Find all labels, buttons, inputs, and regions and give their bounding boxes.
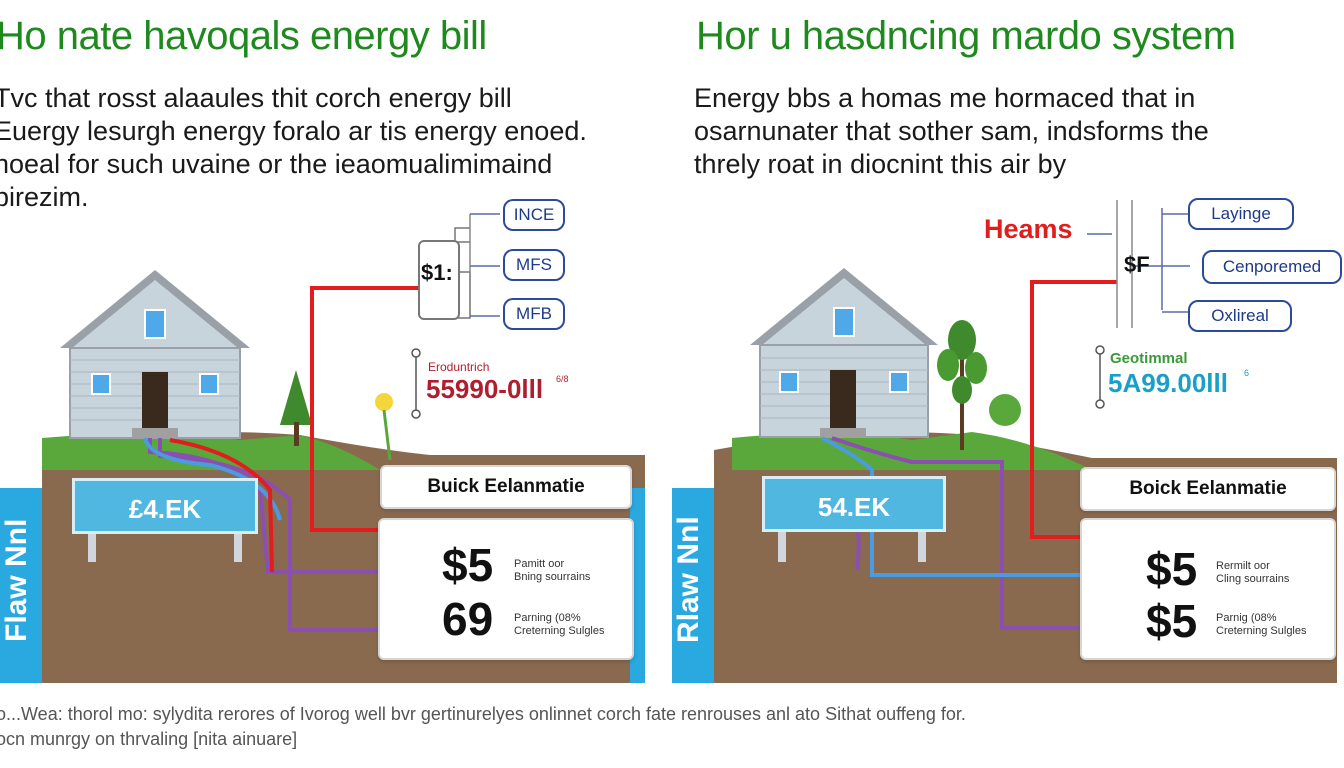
right-water-strip — [672, 488, 714, 683]
left-row-2-note: Parning (08% Creterning Sulgles — [514, 612, 605, 637]
left-pipe-red — [310, 286, 438, 532]
left-sign: £4.EK — [72, 478, 258, 534]
right-tag-1: Layinge — [1188, 198, 1294, 230]
right-box-title: Boick Eelanmatie — [1129, 478, 1287, 499]
left-water-strip — [0, 488, 42, 683]
left-title: Ho nate havoqals energy bill — [0, 14, 487, 58]
left-box-header: Buick Eelanmatie — [380, 465, 632, 509]
right-sign: 54.EK — [762, 476, 946, 532]
right-tag-2: Cenporemed — [1202, 250, 1342, 284]
right-row-2-value: $5 — [1146, 595, 1198, 647]
left-vertical-label: Flaw Nnl — [0, 518, 33, 642]
right-side-small: Geotimmal — [1110, 350, 1188, 367]
left-box-title: Buick Eelanmatie — [427, 476, 585, 497]
left-side-value: 55990-0lll — [426, 374, 544, 404]
left-intro: Tvc that rosst alaaules thit corch energ… — [0, 83, 587, 212]
left-meter-label: $1: — [421, 260, 453, 285]
left-side-sup: 6/8 — [556, 374, 569, 384]
right-box-header: Boick Eelanmatie — [1080, 467, 1336, 511]
left-tag-1: INCE — [503, 199, 565, 231]
left-flower — [375, 393, 393, 411]
right-pipe-purple-low — [831, 436, 1132, 630]
right-row-2-note: Parnig (08% Creterning Sulgles — [1216, 612, 1307, 637]
right-row-1-note: Rermilt oor Cling sourrains — [1216, 560, 1290, 585]
left-pipe-red-lower — [169, 438, 274, 573]
left-box-values: $5 Pamitt oor Bning sourrains 69 Parning… — [378, 518, 634, 660]
right-side-value: 5A99.00lll — [1108, 368, 1228, 398]
footer-caption: o...Wea: thorol mo: sylydita rerores of … — [0, 704, 966, 749]
left-tag-3: MFB — [503, 298, 565, 330]
right-house — [750, 268, 938, 438]
right-heat-label: Heams — [984, 214, 1073, 244]
left-meter-box — [418, 240, 460, 320]
right-meter-label: $F — [1124, 252, 1150, 277]
right-pipe-blue — [821, 436, 1132, 577]
left-tag-2: MFS — [503, 249, 565, 281]
right-tag-3: Oxlireal — [1188, 300, 1292, 332]
right-row-1-value: $5 — [1146, 543, 1198, 595]
left-tree — [280, 370, 312, 425]
right-vertical-label: Rlaw Nnl — [672, 516, 705, 644]
right-intro: Energy bbs a homas me hormaced that in o… — [694, 83, 1209, 179]
left-house — [60, 270, 250, 439]
right-bush — [989, 394, 1021, 426]
right-title: Hor u hasdncing mardo system — [696, 14, 1236, 58]
left-side-small: Eroduntrich — [428, 360, 490, 374]
left-row-2-value: 69 — [442, 593, 494, 645]
right-side-sup: 6 — [1244, 368, 1250, 378]
left-row-1-value: $5 — [442, 539, 494, 591]
left-row-1-note: Pamitt oor Bning sourrains — [514, 558, 591, 583]
right-box-values: $5 Rermilt oor Cling sourrains $5 Parnig… — [1080, 518, 1336, 660]
right-tree — [937, 320, 987, 450]
